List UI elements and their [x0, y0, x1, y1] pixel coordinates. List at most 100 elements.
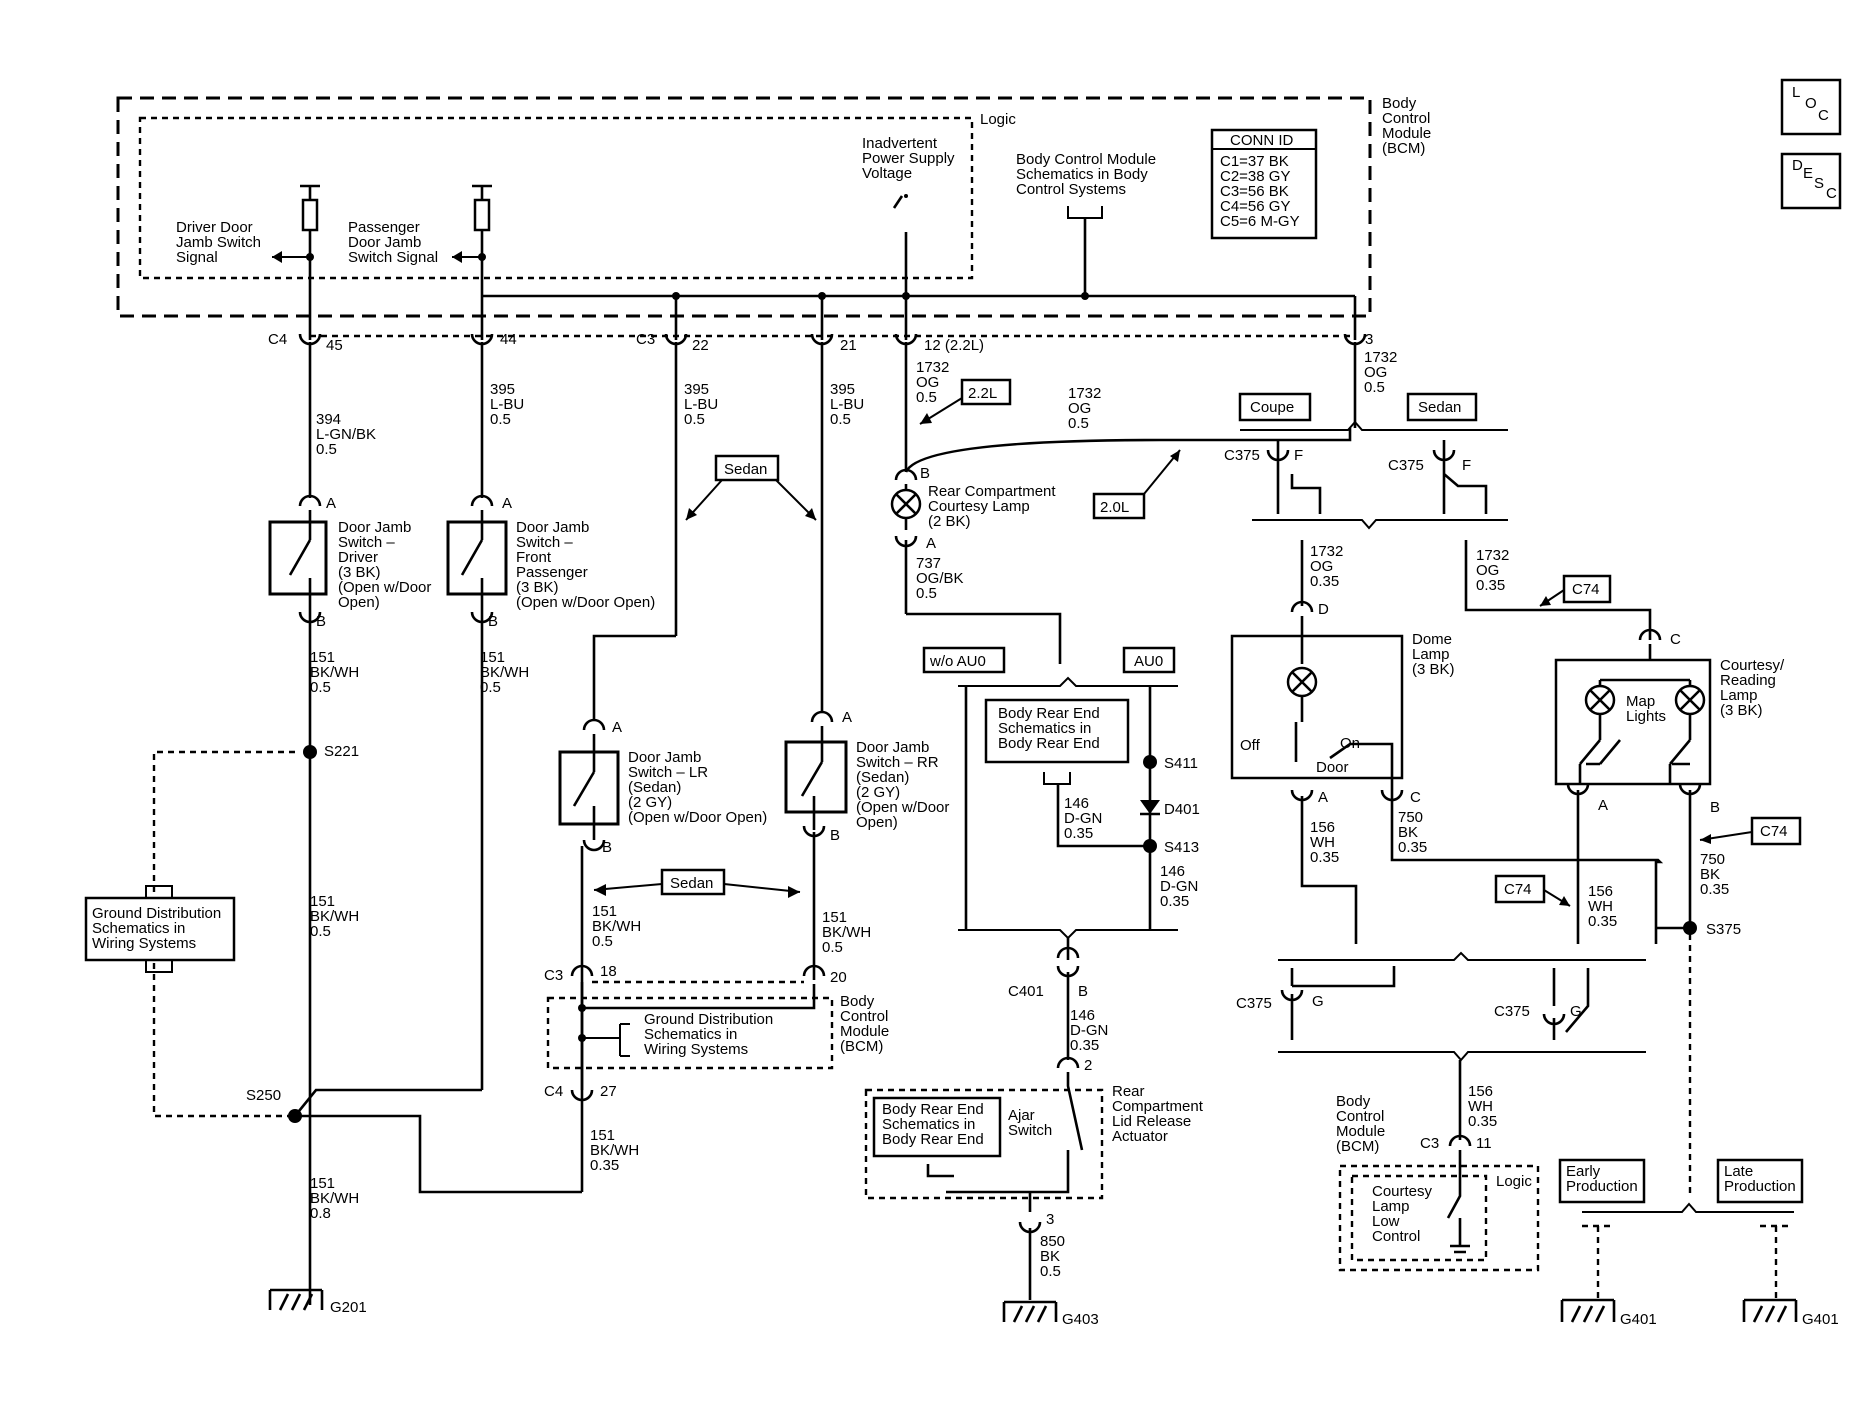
c3-18-label: 18	[600, 963, 617, 980]
c375-coupe: C375	[1224, 447, 1260, 464]
driver-switch[interactable]	[268, 520, 328, 596]
loc-button[interactable]: LOC	[1780, 78, 1842, 136]
ground-g401-b-label: G401	[1802, 1311, 1839, 1328]
front-pin-a: A	[502, 495, 512, 512]
svg-text:O: O	[1805, 95, 1817, 112]
pin-c4: C4	[268, 331, 287, 348]
c375-sedan: C375	[1388, 457, 1424, 474]
dome-pin-d: D	[1318, 601, 1329, 618]
opt-au0-label: AU0	[1134, 653, 1163, 670]
pin-3-bcm: 3	[1365, 331, 1373, 348]
opt-2-2l[interactable]	[960, 378, 1012, 406]
pin-22: 22	[692, 337, 709, 354]
svg-text:C: C	[1826, 185, 1837, 202]
c4-27-prefix: C4	[544, 1083, 563, 1100]
sedan-option-1[interactable]	[714, 454, 780, 482]
c3-11-prefix: C3	[1420, 1135, 1439, 1152]
early-production[interactable]	[1558, 1158, 1646, 1204]
rr-pin-a: A	[842, 709, 852, 726]
body-rear-ref-1[interactable]	[984, 698, 1130, 764]
opt-sedan-3-label: Sedan	[1418, 399, 1461, 416]
splice-s375: S375	[1706, 921, 1741, 938]
opt-au0[interactable]	[1122, 646, 1176, 674]
rr-switch[interactable]	[784, 740, 848, 814]
bcm-boundary	[116, 96, 1372, 318]
opt-wo-au0-label: w/o AU0	[929, 653, 986, 670]
c74-b-label: C74	[1504, 881, 1532, 898]
dome-pin-c: C	[1410, 789, 1421, 806]
courtesy-pin-c: C	[1670, 631, 1681, 648]
svg-text:D: D	[1792, 157, 1803, 174]
rear-courtesy-lamp[interactable]	[890, 484, 922, 530]
opt-2-2l-label: 2.2L	[968, 385, 997, 402]
logic-2-label: Logic	[1496, 1173, 1532, 1190]
front-pin-b: B	[488, 613, 498, 630]
dome-pin-a: A	[1318, 789, 1328, 806]
opt-wo-au0[interactable]	[922, 646, 1006, 674]
c74-option-a[interactable]	[1562, 574, 1612, 604]
opt-coupe[interactable]	[1238, 392, 1312, 422]
splice-s250: S250	[246, 1087, 281, 1104]
dome-lamp[interactable]	[1286, 616, 1318, 722]
ground-g201: G201	[268, 1288, 367, 1316]
bcm-mid-boundary	[546, 996, 834, 1070]
c4-27-label: 27	[600, 1083, 617, 1100]
c375-g-left-pin: G	[1312, 993, 1324, 1010]
body-rear-ref-2[interactable]	[872, 1096, 1002, 1158]
sedan-1-label: Sedan	[724, 461, 767, 478]
pin-44: 44	[500, 331, 517, 348]
diode-d401: D401	[1164, 801, 1200, 818]
pin-12: 12 (2.2L)	[924, 337, 984, 354]
c74-option-c[interactable]	[1750, 816, 1802, 846]
late-production[interactable]	[1716, 1158, 1804, 1204]
logic-boundary	[138, 116, 974, 280]
rr-pin-b: B	[830, 827, 840, 844]
lr-switch[interactable]	[558, 750, 620, 826]
ground-distribution-left[interactable]	[84, 896, 236, 962]
c3-left-label: C3	[544, 967, 563, 984]
c74-option-b[interactable]	[1494, 874, 1546, 904]
front-switch[interactable]	[446, 520, 508, 596]
opt-2-0l[interactable]	[1092, 492, 1146, 520]
c375-g-right: C375	[1494, 1003, 1530, 1020]
map-light-right[interactable]	[1674, 680, 1706, 716]
ground-g401-a: G401	[1560, 1298, 1657, 1328]
rear-actuator-box	[864, 1088, 1104, 1200]
sedan-option-2[interactable]	[660, 868, 726, 896]
opt-sedan-3[interactable]	[1406, 392, 1478, 422]
rear-lamp-pin-b: B	[920, 465, 930, 482]
bcm-ref-bracket	[1067, 206, 1103, 219]
c401-label: C401	[1008, 983, 1044, 1000]
c375-g-right-pin: G	[1570, 1003, 1582, 1020]
opt-2-0l-label: 2.0L	[1100, 499, 1129, 516]
